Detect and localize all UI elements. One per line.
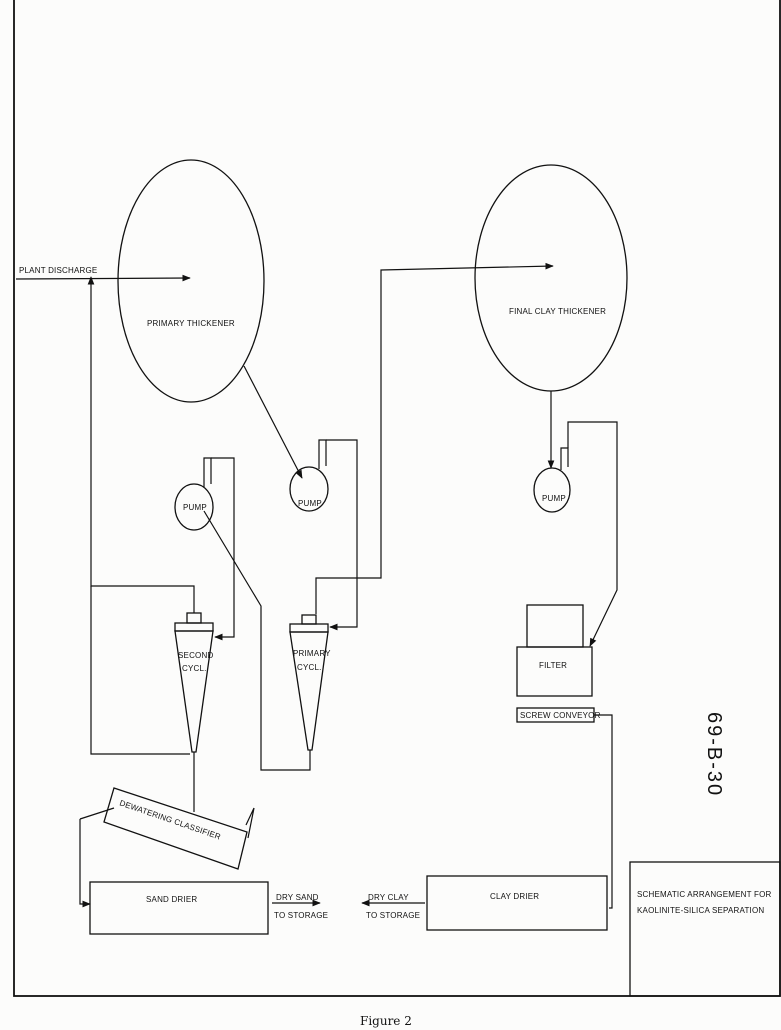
primary-cyclone-label-2: CYCL.	[297, 663, 322, 672]
dry-sand-dest-label: TO STORAGE	[274, 911, 328, 920]
filter-box	[516, 646, 593, 697]
second-cyclone-label-2: CYCL.	[182, 664, 207, 673]
screw-conveyor-label: SCREW CONVEYOR	[520, 711, 601, 720]
sand-drier-box	[89, 881, 269, 935]
pump-1-riser	[211, 457, 235, 641]
dewatering-classifier: DEWATERING CLASSIFIER	[79, 787, 255, 870]
recycle-line-left	[90, 586, 190, 755]
pump-3: PUMP	[533, 447, 571, 513]
plant-discharge-label: PLANT DISCHARGE	[19, 266, 97, 275]
sand-drier-label: SAND DRIER	[146, 895, 197, 904]
primary-thickener-label: PRIMARY THICKENER	[147, 319, 235, 328]
clay-drier-label: CLAY DRIER	[490, 892, 539, 901]
pump-2-label: PUMP	[298, 499, 322, 508]
title-block: SCHEMATIC ARRANGEMENT FOR KAOLINITE-SILI…	[629, 861, 781, 997]
clay-drier-box	[426, 875, 608, 931]
figure-caption: Figure 2	[360, 1014, 412, 1028]
filter-top-box	[526, 604, 584, 648]
final-clay-thickener-tank	[474, 164, 628, 392]
classifier-to-sand-drier	[79, 819, 91, 908]
pump-1-label: PUMP	[183, 503, 207, 512]
pump-1: PUMP	[174, 457, 214, 531]
second-cyclone-overflow	[87, 276, 195, 613]
dry-clay-label: DRY CLAY	[368, 893, 409, 902]
drawing-number: 69-B-30	[703, 712, 725, 797]
primary-cyclone-label-1: PRIMARY	[293, 649, 331, 658]
dry-sand-label: DRY SAND	[276, 893, 319, 902]
pump-3-label: PUMP	[542, 494, 566, 503]
pump-2-riser	[326, 439, 358, 631]
dewatering-classifier-label: DEWATERING CLASSIFIER	[118, 798, 222, 841]
primary-cyclone: PRIMARY CYCL.	[289, 614, 331, 751]
primary-cyclone-underflow	[203, 510, 311, 771]
primary-thickener-tank	[117, 159, 265, 403]
drawing-frame	[13, 0, 781, 997]
thickener-underflow-line	[243, 365, 303, 479]
conveyor-to-clay-drier	[594, 714, 613, 909]
second-cyclone: SECOND CYCL.	[174, 612, 214, 753]
title-line-1: SCHEMATIC ARRANGEMENT FOR	[637, 890, 772, 899]
pump-3-to-filter	[567, 421, 618, 647]
dry-clay-dest-label: TO STORAGE	[366, 911, 420, 920]
plant-discharge-line	[15, 274, 191, 282]
cyclone-overflow-to-final-thickener	[315, 262, 554, 614]
second-cyclone-label-1: SECOND	[178, 651, 213, 660]
filter-label: FILTER	[539, 661, 567, 670]
pump-2: PUMP	[289, 439, 329, 512]
final-clay-thickener-label: FINAL CLAY THICKENER	[509, 307, 606, 316]
title-line-2: KAOLINITE-SILICA SEPARATION	[637, 906, 764, 915]
